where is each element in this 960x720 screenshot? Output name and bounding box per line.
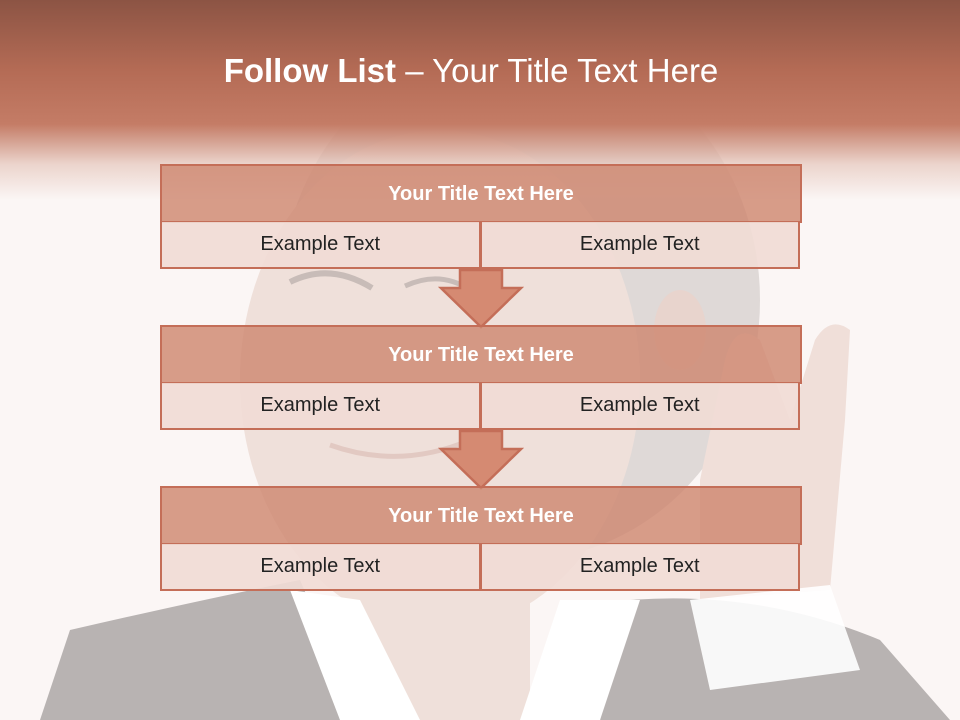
group-cell-right: Example Text [480,543,800,591]
group-title: Your Title Text Here [160,325,802,384]
group-cell-left: Example Text [160,221,481,269]
slide-title: Follow List – Your Title Text Here [0,52,942,90]
title-rest: – Your Title Text Here [396,52,719,89]
group-cell-left: Example Text [160,543,481,591]
group-cell-left: Example Text [160,382,481,430]
title-bold: Follow List [223,52,397,89]
group-title: Your Title Text Here [160,486,802,545]
group-cell-right: Example Text [480,221,800,269]
group-row: Example Text Example Text [160,221,800,269]
group-row: Example Text Example Text [160,382,800,430]
group-cell-right: Example Text [480,382,800,430]
group-title: Your Title Text Here [160,164,802,223]
group-row: Example Text Example Text [160,543,800,591]
down-arrow-icon [438,268,524,329]
down-arrow-icon [438,429,524,490]
